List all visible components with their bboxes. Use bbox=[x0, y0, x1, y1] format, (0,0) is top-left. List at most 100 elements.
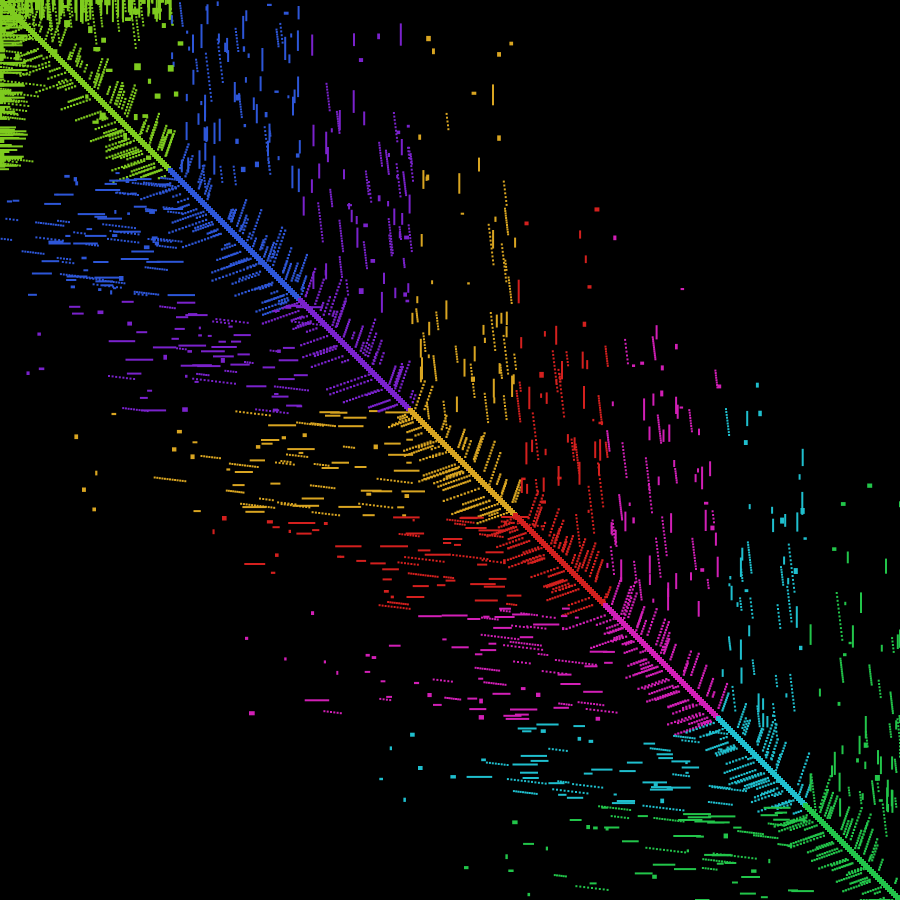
matrix-nonzero bbox=[210, 184, 213, 187]
matrix-nonzero bbox=[461, 523, 464, 526]
matrix-nonzero bbox=[403, 264, 406, 266]
matrix-nonzero bbox=[594, 207, 600, 212]
matrix-nonzero bbox=[490, 449, 493, 452]
matrix-nonzero bbox=[387, 605, 390, 608]
matrix-nonzero bbox=[346, 359, 350, 362]
matrix-nonzero bbox=[83, 116, 86, 119]
matrix-nonzero bbox=[237, 219, 240, 222]
matrix-nonzero bbox=[244, 259, 247, 262]
matrix-nonzero bbox=[312, 271, 315, 289]
matrix-nonzero bbox=[25, 2, 28, 5]
matrix-nonzero bbox=[330, 411, 348, 414]
matrix-nonzero bbox=[382, 568, 399, 571]
matrix-nonzero bbox=[499, 535, 502, 538]
matrix-nonzero bbox=[476, 447, 479, 450]
matrix-nonzero bbox=[509, 287, 511, 290]
matrix-nonzero bbox=[79, 55, 82, 58]
matrix-nonzero bbox=[204, 182, 206, 185]
matrix-nonzero bbox=[364, 345, 367, 348]
matrix-nonzero bbox=[94, 276, 121, 279]
matrix-nonzero bbox=[111, 412, 117, 416]
matrix-nonzero bbox=[37, 0, 39, 9]
matrix-nonzero bbox=[486, 414, 489, 417]
matrix-nonzero bbox=[433, 359, 435, 362]
matrix-nonzero bbox=[50, 76, 53, 79]
matrix-nonzero bbox=[216, 38, 219, 41]
matrix-nonzero bbox=[260, 209, 263, 212]
matrix-nonzero bbox=[70, 86, 74, 89]
matrix-nonzero bbox=[505, 542, 508, 545]
matrix-nonzero bbox=[497, 135, 501, 141]
matrix-nonzero bbox=[272, 408, 278, 412]
matrix-nonzero bbox=[473, 396, 476, 398]
matrix-nonzero bbox=[37, 252, 40, 255]
matrix-nonzero bbox=[23, 100, 26, 103]
matrix-nonzero bbox=[112, 285, 115, 288]
matrix-nonzero bbox=[13, 132, 15, 135]
matrix-nonzero bbox=[19, 74, 22, 77]
matrix-nonzero bbox=[379, 342, 382, 345]
matrix-nonzero bbox=[516, 395, 519, 397]
matrix-nonzero bbox=[16, 113, 19, 115]
matrix-nonzero bbox=[423, 408, 426, 411]
matrix-nonzero bbox=[499, 473, 502, 476]
matrix-nonzero bbox=[60, 0, 63, 16]
matrix-nonzero bbox=[489, 452, 492, 455]
matrix-nonzero bbox=[116, 132, 120, 135]
matrix-nonzero bbox=[122, 84, 125, 88]
matrix-nonzero bbox=[500, 561, 502, 564]
matrix-nonzero bbox=[449, 425, 452, 428]
matrix-nonzero bbox=[93, 261, 109, 263]
matrix-nonzero bbox=[414, 445, 417, 448]
matrix-nonzero bbox=[205, 222, 208, 226]
matrix-nonzero bbox=[88, 243, 91, 246]
matrix-nonzero bbox=[116, 191, 119, 194]
matrix-nonzero bbox=[0, 15, 23, 18]
matrix-nonzero bbox=[208, 193, 211, 196]
matrix-nonzero bbox=[378, 141, 381, 144]
matrix-nonzero bbox=[541, 500, 546, 504]
matrix-nonzero bbox=[426, 446, 430, 449]
matrix-nonzero bbox=[364, 256, 367, 259]
matrix-nonzero bbox=[180, 14, 183, 17]
matrix-nonzero bbox=[21, 250, 24, 253]
matrix-nonzero bbox=[11, 163, 14, 166]
matrix-nonzero bbox=[338, 222, 341, 225]
matrix-nonzero bbox=[491, 446, 494, 449]
matrix-nonzero bbox=[318, 290, 321, 293]
matrix-nonzero bbox=[8, 159, 11, 161]
matrix-nonzero bbox=[274, 90, 279, 93]
matrix-nonzero bbox=[242, 223, 245, 226]
matrix-nonzero bbox=[421, 357, 423, 380]
matrix-nonzero bbox=[23, 58, 26, 61]
matrix-nonzero bbox=[394, 122, 397, 125]
matrix-nonzero bbox=[287, 299, 290, 302]
matrix-nonzero bbox=[192, 377, 195, 380]
matrix-nonzero bbox=[604, 348, 607, 350]
matrix-nonzero bbox=[451, 519, 454, 522]
matrix-nonzero bbox=[399, 415, 402, 418]
matrix-nonzero bbox=[65, 273, 68, 276]
matrix-nonzero bbox=[504, 520, 507, 523]
matrix-nonzero bbox=[459, 439, 462, 442]
matrix-nonzero bbox=[127, 0, 130, 13]
matrix-nonzero bbox=[147, 125, 150, 128]
matrix-nonzero bbox=[68, 221, 70, 224]
matrix-nonzero bbox=[0, 87, 2, 90]
matrix-nonzero bbox=[552, 357, 555, 360]
matrix-nonzero bbox=[8, 157, 11, 160]
matrix-nonzero bbox=[105, 150, 108, 153]
matrix-nonzero bbox=[266, 311, 269, 315]
matrix-nonzero bbox=[382, 401, 385, 404]
matrix-nonzero bbox=[146, 127, 149, 130]
matrix-nonzero bbox=[572, 455, 575, 458]
matrix-nonzero bbox=[144, 169, 147, 172]
matrix-nonzero bbox=[262, 313, 265, 316]
matrix-nonzero bbox=[129, 106, 132, 109]
matrix-nonzero bbox=[504, 262, 507, 265]
matrix-nonzero bbox=[508, 522, 511, 525]
matrix-nonzero bbox=[0, 83, 24, 86]
matrix-nonzero bbox=[42, 252, 45, 255]
matrix-nonzero bbox=[9, 116, 12, 119]
matrix-nonzero bbox=[326, 348, 329, 351]
